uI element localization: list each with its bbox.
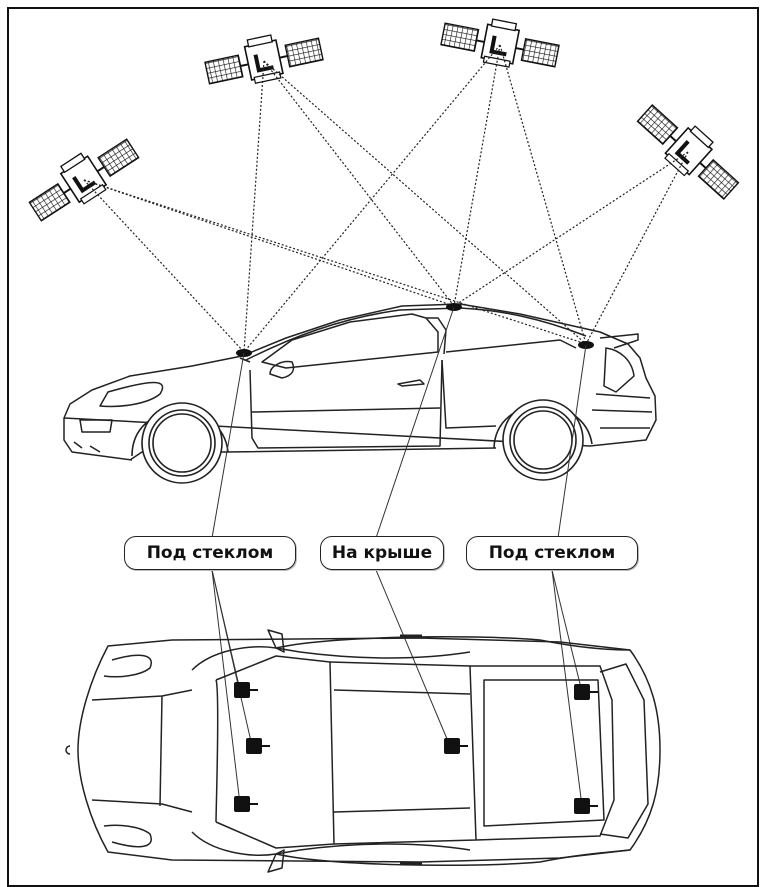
leader-lines: [211, 306, 587, 807]
antenna-icon-windshield-top: [233, 681, 259, 699]
satellite-icon-4: [629, 93, 750, 208]
car-side-wheels: [131, 399, 593, 484]
antenna-icon-windshield-bottom: [233, 795, 259, 813]
antenna-icon-windshield-middle: [245, 737, 271, 755]
label-under-glass-front: Под стеклом: [124, 536, 296, 570]
signal-lines: [83, 44, 689, 353]
satellite-icon-2: [200, 23, 327, 95]
label-on-roof: На крыше: [320, 536, 444, 570]
antenna-icon-rear-bottom: [573, 797, 599, 815]
satellite-icon-3: [437, 8, 564, 78]
antenna-icon-rear-top: [573, 683, 599, 701]
car-top-view: [65, 629, 661, 873]
car-side-view: [63, 303, 657, 461]
antenna-icon-roof: [443, 737, 469, 755]
label-under-glass-rear: Под стеклом: [466, 536, 638, 570]
satellite-icon-1: [20, 126, 146, 231]
